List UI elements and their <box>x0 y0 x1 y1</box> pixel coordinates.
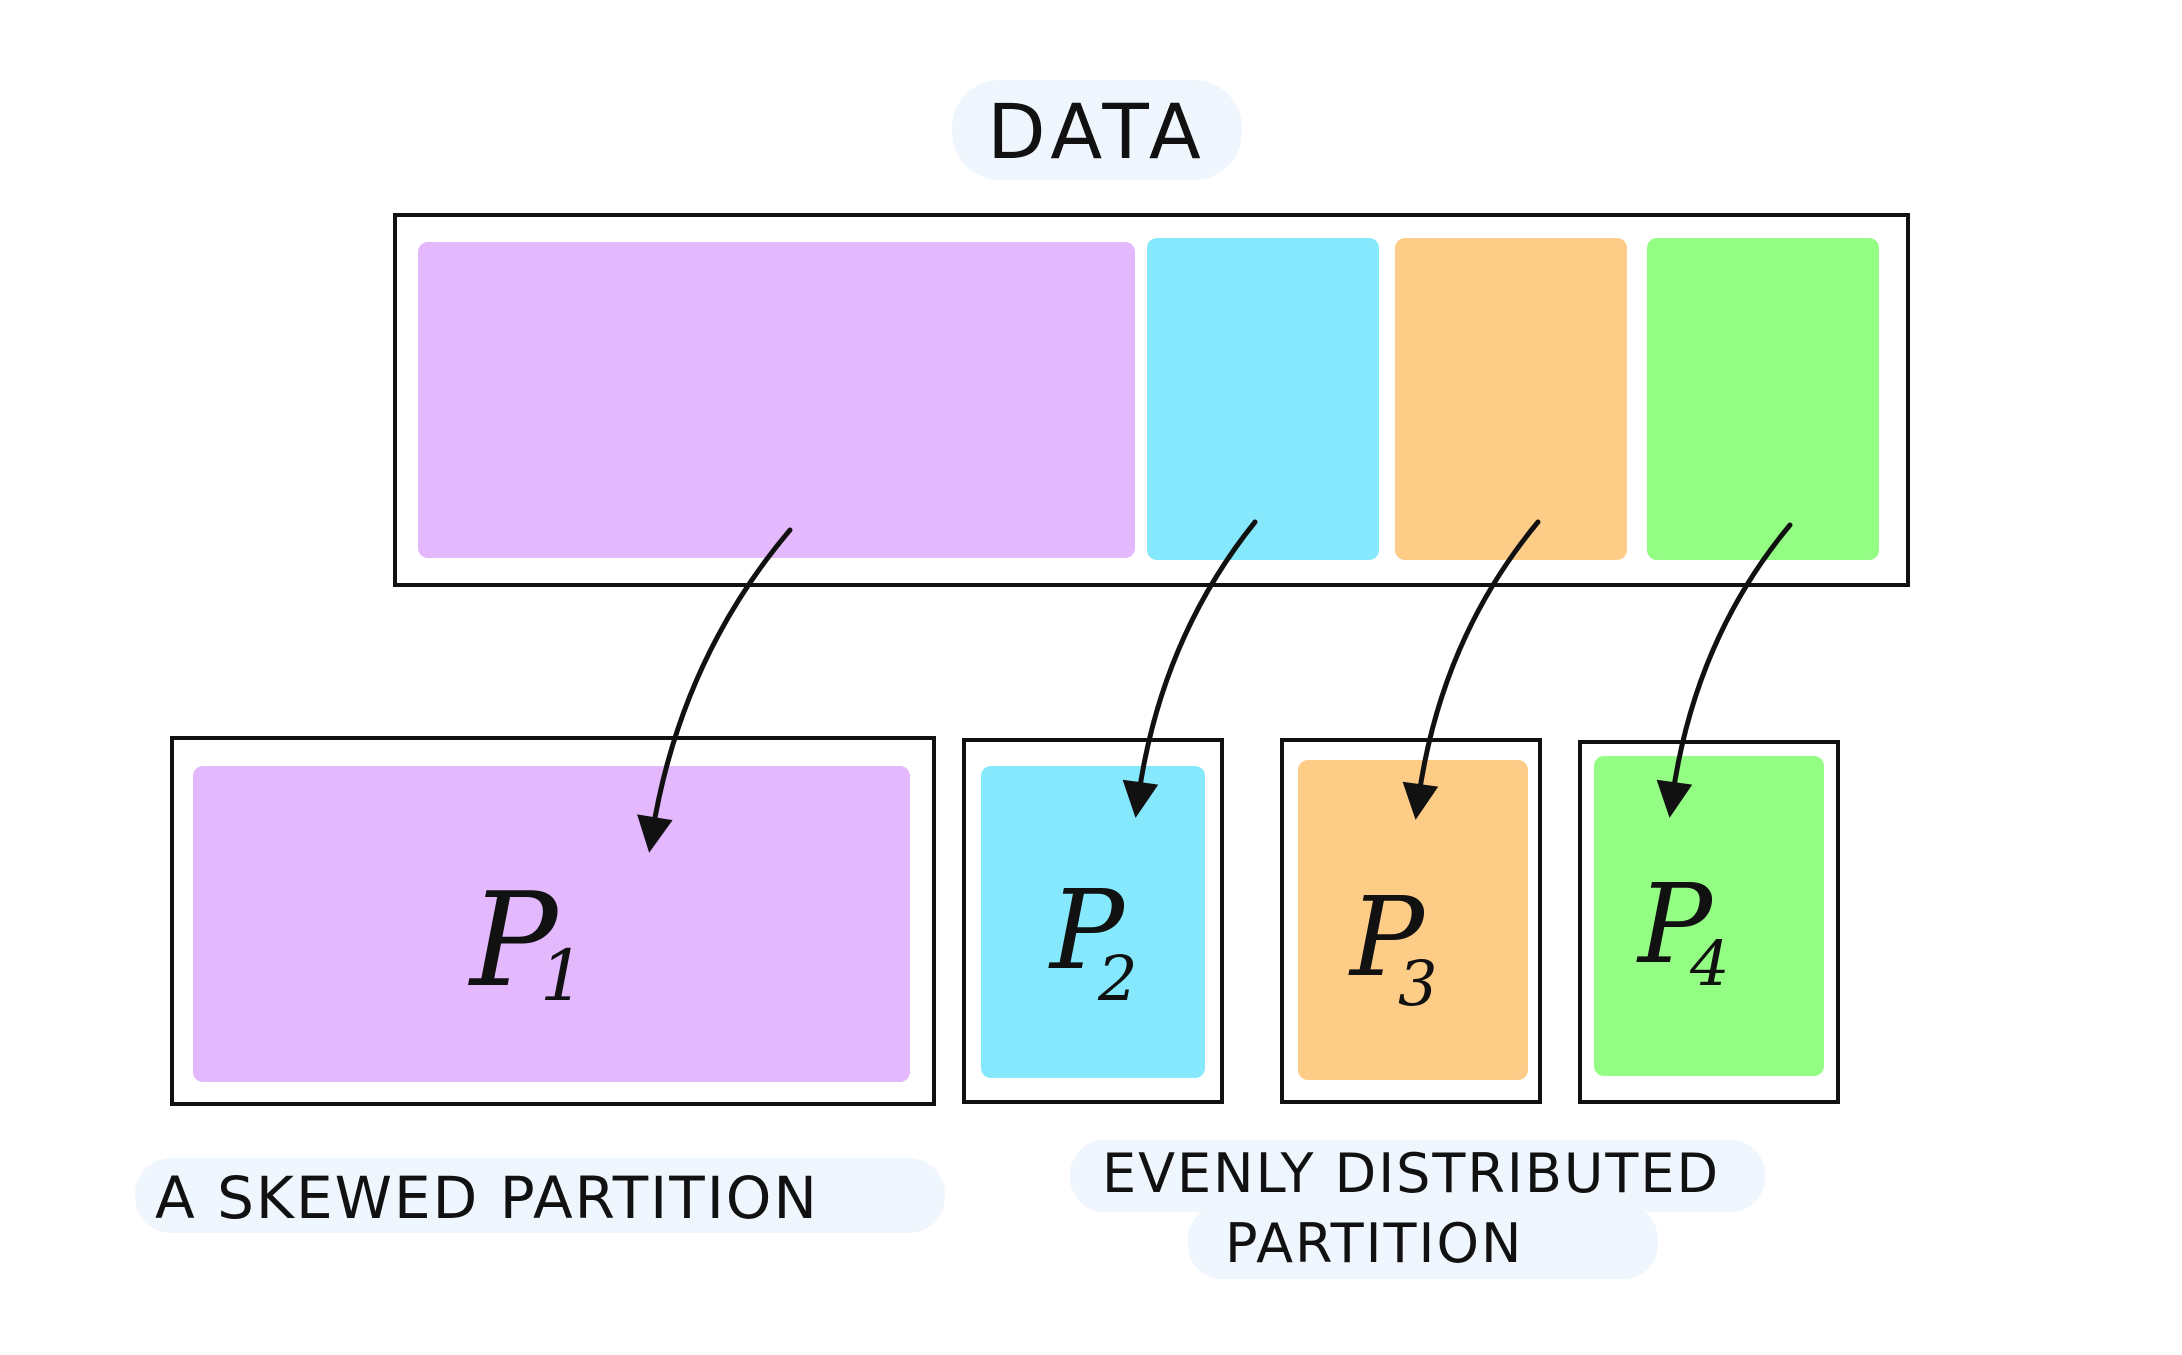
title-highlight <box>952 80 1242 180</box>
data-segment-purple <box>418 242 1135 558</box>
partition-2-index: 2 <box>1097 942 1137 1015</box>
partition-2-fill <box>981 766 1205 1078</box>
title-group: DATA <box>952 80 1242 180</box>
data-segment-orange <box>1395 238 1627 560</box>
partition-4-fill <box>1594 756 1824 1076</box>
even-label-line1: EVENLY DISTRIBUTED <box>1102 1142 1720 1205</box>
partition-2: P 2 <box>962 738 1224 1104</box>
arrow-to-p3 <box>1402 519 1541 820</box>
arrow-to-p4 <box>1656 522 1793 818</box>
partition-1-fill <box>193 766 910 1082</box>
skewed-label-group: A SKEWED PARTITION <box>135 1158 945 1233</box>
partition-4-letter: P <box>1636 860 1714 988</box>
data-segment-blue <box>1147 238 1379 560</box>
title-text: DATA <box>987 87 1207 176</box>
partition-3-letter: P <box>1348 873 1426 1001</box>
even-label-line2: PARTITION <box>1225 1212 1523 1275</box>
partition-1-letter: P <box>468 864 560 1016</box>
partition-1: P 1 <box>170 736 936 1106</box>
skewed-label-highlight <box>135 1158 945 1233</box>
arrow-to-p2 <box>1122 519 1258 818</box>
partition-4: P 4 <box>1578 740 1840 1104</box>
data-segment-green <box>1647 238 1879 560</box>
partition-4-index: 4 <box>1689 927 1729 1000</box>
partition-2-letter: P <box>1048 866 1126 994</box>
data-container <box>393 213 1910 587</box>
partition-3: P 3 <box>1280 738 1542 1104</box>
arrows <box>637 519 1793 853</box>
partition-3-fill <box>1298 760 1528 1080</box>
even-label-highlight-2 <box>1188 1205 1658 1279</box>
arrow-to-p1 <box>637 527 793 853</box>
even-label-group: EVENLY DISTRIBUTED PARTITION <box>1070 1140 1765 1279</box>
skewed-label: A SKEWED PARTITION <box>155 1164 819 1232</box>
partition-1-index: 1 <box>540 935 585 1017</box>
even-label-highlight-1 <box>1070 1140 1765 1212</box>
partition-3-index: 3 <box>1398 947 1437 1020</box>
